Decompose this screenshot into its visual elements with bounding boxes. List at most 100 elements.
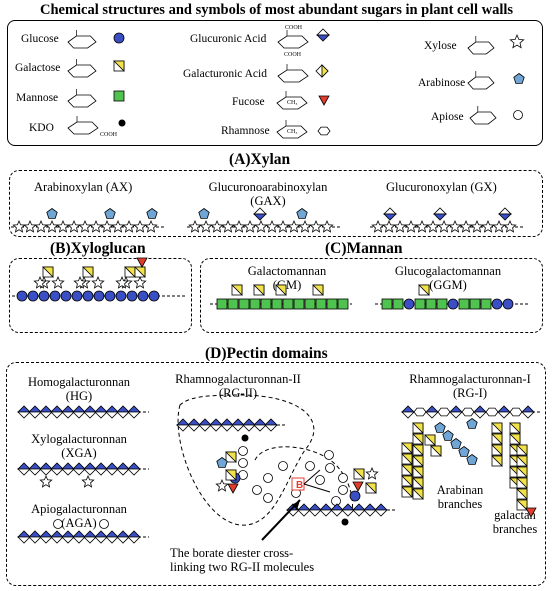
- homogalacturonan-diamond-icon-bottom: [50, 468, 64, 476]
- arabinose-pentagon-icon: [146, 208, 158, 219]
- galactose-fill-icon: [401, 453, 413, 465]
- galactose-fill-icon: [412, 477, 424, 489]
- homogalacturonan-diamond-icon-top: [308, 503, 322, 511]
- arabinose-pentagon-icon: [104, 208, 116, 219]
- rhamnose-hexagon-icon: [509, 407, 523, 417]
- homogalacturonan-diamond-icon-top: [94, 530, 108, 538]
- galactose-fill-icon: [509, 433, 521, 445]
- xylose-star-icon: [144, 219, 158, 233]
- homogalacturonan-diamond-icon-top: [61, 405, 75, 413]
- homogalacturonan-diamond-icon-bottom: [220, 424, 234, 432]
- arabinose-pentagon-icon: [296, 208, 308, 219]
- galactose-fill-icon: [253, 284, 265, 296]
- arabinose-structure-icon: [467, 76, 495, 90]
- xylose-star-icon: [122, 219, 136, 233]
- homogalacturonan-diamond-icon-bottom: [83, 536, 97, 544]
- ggm-label: Glucogalactomannan(GGM): [394, 264, 502, 292]
- homogalacturonan-diamond-icon-bottom: [28, 411, 42, 419]
- legend-mannose-label: Mannose: [16, 92, 59, 104]
- galactose-fill-icon: [412, 433, 424, 445]
- homogalacturonan-diamond-icon-bottom: [94, 536, 108, 544]
- kdo-dot-icon: [341, 518, 349, 526]
- xylose-star-icon: [509, 33, 525, 49]
- homogalacturonan-diamond-icon-bottom: [264, 424, 278, 432]
- rg1-label: Rhamnogalacturonnan-I(RG-I): [409, 372, 531, 400]
- arabinose-pentagon-icon: [513, 73, 525, 84]
- homogalacturonan-diamond-icon-top: [94, 462, 108, 470]
- homogalacturonan-diamond-icon-top: [449, 405, 463, 413]
- xylose-star-icon: [448, 219, 462, 233]
- glucuronic-acid-diamond-icon-top: [316, 28, 330, 36]
- homogalacturonan-diamond-icon-top: [50, 462, 64, 470]
- glucuronic-acid-diamond-icon-bottom: [498, 213, 512, 221]
- legend-rhamnose-label: Rhamnose: [221, 125, 270, 137]
- galactose-fill-icon: [516, 455, 528, 467]
- xylose-star-icon: [320, 219, 334, 233]
- ax-label: Arabinoxylan (AX): [34, 180, 133, 194]
- aga-label: Apiogalacturonnan(AGA): [31, 502, 127, 530]
- glucuronic-acid-diamond-icon-bottom: [316, 34, 330, 42]
- homogalacturonan-diamond-icon-bottom: [319, 509, 333, 517]
- galactose-fill-icon: [113, 60, 125, 72]
- fucose-triangle-icon: [136, 257, 148, 268]
- rhamnose-hexagon-icon: [413, 407, 427, 417]
- homogalacturonan-diamond-icon-bottom: [105, 468, 119, 476]
- apiose-circle-icon: [513, 110, 523, 120]
- homogalacturonan-diamond-icon-bottom: [401, 411, 415, 419]
- xylose-star-icon: [33, 275, 47, 289]
- homogalacturonan-diamond-icon-bottom: [116, 468, 130, 476]
- glucose-circle-icon: [491, 298, 503, 310]
- xylose-star-icon: [89, 219, 103, 233]
- legend-apiose-label: Apiose: [431, 111, 464, 123]
- glucose-circle-icon: [60, 290, 72, 302]
- homogalacturonan-diamond-icon-bottom: [127, 536, 141, 544]
- homogalacturonan-diamond-icon-top: [473, 405, 487, 413]
- homogalacturonan-diamond-icon-bottom: [50, 411, 64, 419]
- galactose-fill-icon: [275, 284, 287, 296]
- xylose-star-icon: [91, 275, 105, 289]
- galactose-fill-icon: [353, 468, 365, 480]
- glucuronic-acid-diamond-icon-bottom: [433, 213, 447, 221]
- homogalacturonan-diamond-icon-top: [39, 462, 53, 470]
- mannose-square-icon: [113, 90, 125, 102]
- homogalacturonan-diamond-icon-bottom: [497, 411, 511, 419]
- homogalacturonan-diamond-icon-top: [220, 418, 234, 426]
- homogalacturonan-diamond-icon-bottom: [17, 468, 31, 476]
- legend-symbols: [67, 28, 525, 139]
- glucose-circle-icon: [113, 32, 125, 44]
- kdo-dot-icon: [241, 434, 249, 442]
- galactose-fill-icon: [516, 488, 528, 500]
- xylose-star-icon: [51, 275, 65, 289]
- galactose-fill-icon: [424, 434, 436, 446]
- homogalacturonan-diamond-icon-top: [401, 405, 415, 413]
- rhamnose-hexagon-icon: [485, 407, 499, 417]
- homogalacturonan-diamond-icon-bottom: [521, 411, 535, 419]
- homogalacturonan-diamond-icon-bottom: [187, 424, 201, 432]
- rg2-label: Rhamnogalacturonnan-II(RG-II): [175, 372, 301, 400]
- page-title: Chemical structures and symbols of most …: [39, 2, 514, 18]
- apiose-circle-icon: [305, 461, 315, 471]
- galactose-fill-icon: [491, 422, 503, 434]
- homogalacturonan-diamond-icon-bottom: [176, 424, 190, 432]
- xylose-star-icon: [404, 219, 418, 233]
- mannan-heading: (C)Mannan: [325, 240, 403, 257]
- homogalacturonan-diamond-icon-bottom: [209, 424, 223, 432]
- borate-label: The borate diester cross-linking two RG-…: [170, 546, 315, 574]
- apiose-circle-icon: [331, 496, 341, 506]
- homogalacturonan-diamond-icon-bottom: [116, 536, 130, 544]
- galactose-fill-icon: [516, 444, 528, 456]
- legend-glucuronic-label: Glucuronic Acid: [190, 33, 267, 45]
- arabinose-pentagon-icon: [216, 457, 228, 468]
- galactose-structure-icon: [67, 64, 97, 78]
- xylose-star-icon: [309, 219, 323, 233]
- homogalacturonan-diamond-icon-top: [94, 405, 108, 413]
- arabinose-pentagon-icon: [450, 438, 462, 449]
- homogalacturonan-diamond-icon-top: [264, 418, 278, 426]
- xga-label: Xylogalacturonnan(XGA): [31, 432, 127, 460]
- fucose-triangle-icon: [352, 481, 364, 492]
- kdo-dot-icon: [118, 119, 126, 127]
- homogalacturonan-diamond-icon-top: [72, 462, 86, 470]
- cooh-label-kdo: COOH: [100, 132, 118, 138]
- homogalacturonan-diamond-icon-top: [72, 405, 86, 413]
